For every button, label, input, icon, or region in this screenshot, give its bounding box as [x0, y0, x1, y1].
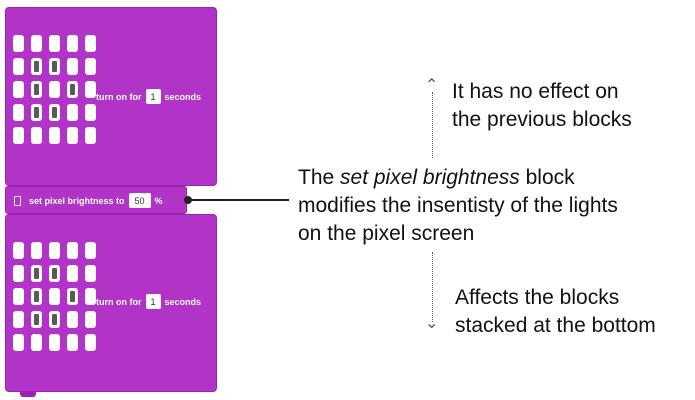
- dotted-line-down: [432, 252, 433, 322]
- pixel-off[interactable]: [67, 334, 78, 351]
- pixel-on[interactable]: [31, 311, 42, 328]
- pixel-off[interactable]: [13, 127, 24, 144]
- pixel-screen-icon: [14, 195, 21, 206]
- note-line: It has no effect on: [452, 80, 619, 103]
- duration-unit: seconds: [164, 296, 202, 307]
- pixel-off[interactable]: [31, 334, 42, 351]
- note-following-blocks: Affects the blocks stacked at the bottom: [455, 284, 656, 340]
- pixel-off[interactable]: [31, 127, 42, 144]
- pixel-off[interactable]: [85, 242, 96, 259]
- pixel-off[interactable]: [13, 81, 24, 98]
- pixel-on[interactable]: [31, 104, 42, 121]
- note-text: block: [519, 166, 575, 189]
- pixel-on[interactable]: [49, 265, 60, 282]
- pixel-off[interactable]: [67, 127, 78, 144]
- note-line: stacked at the bottom: [455, 314, 656, 337]
- pixel-grid-top[interactable]: [13, 35, 96, 144]
- pixel-off[interactable]: [13, 288, 24, 305]
- brightness-unit: %: [154, 195, 163, 206]
- pixel-off[interactable]: [85, 104, 96, 121]
- pixel-off[interactable]: [13, 334, 24, 351]
- arrow-up-icon: ⌃: [425, 77, 439, 94]
- pixel-on[interactable]: [67, 81, 78, 98]
- note-main: The set pixel brightness block modifies …: [298, 164, 618, 248]
- brightness-input[interactable]: 50: [128, 193, 151, 208]
- pixel-grid-bottom[interactable]: [13, 242, 96, 351]
- pixel-on[interactable]: [31, 265, 42, 282]
- pixel-off[interactable]: [49, 81, 60, 98]
- turn-on-label: turn on for: [96, 91, 142, 102]
- note-line: modifies the insentisty of the lights: [298, 194, 618, 217]
- connector-dot: [184, 196, 192, 204]
- pixel-off[interactable]: [85, 35, 96, 52]
- note-line: The set pixel brightness block: [298, 164, 618, 192]
- pixel-off[interactable]: [67, 242, 78, 259]
- block-bottom-notch: [20, 391, 36, 397]
- pixel-off[interactable]: [49, 35, 60, 52]
- note-line: the previous blocks: [452, 108, 632, 131]
- turn-on-row-top: turn on for 1 seconds: [96, 89, 201, 104]
- set-pixel-brightness-block[interactable]: set pixel brightness to 50 %: [5, 186, 187, 214]
- pixel-off[interactable]: [13, 104, 24, 121]
- pixel-on[interactable]: [31, 288, 42, 305]
- pixel-off[interactable]: [85, 334, 96, 351]
- pixel-off[interactable]: [67, 265, 78, 282]
- pixel-on[interactable]: [49, 104, 60, 121]
- pixel-off[interactable]: [85, 311, 96, 328]
- pixel-off[interactable]: [49, 127, 60, 144]
- pixel-off[interactable]: [13, 311, 24, 328]
- led-matrix-block-bottom[interactable]: turn on for 1 seconds: [5, 214, 217, 397]
- pixel-on[interactable]: [49, 311, 60, 328]
- note-line: Affects the blocks: [455, 286, 620, 309]
- pixel-off[interactable]: [85, 58, 96, 75]
- pixel-off[interactable]: [13, 265, 24, 282]
- brightness-row: set pixel brightness to 50 %: [14, 193, 163, 208]
- pixel-off[interactable]: [49, 288, 60, 305]
- duration-input[interactable]: 1: [145, 294, 161, 309]
- pixel-off[interactable]: [67, 311, 78, 328]
- pixel-on[interactable]: [31, 81, 42, 98]
- pixel-off[interactable]: [85, 265, 96, 282]
- pixel-off[interactable]: [13, 242, 24, 259]
- pixel-off[interactable]: [85, 127, 96, 144]
- turn-on-row-bottom: turn on for 1 seconds: [96, 294, 201, 309]
- pixel-off[interactable]: [67, 58, 78, 75]
- pixel-off[interactable]: [49, 242, 60, 259]
- pixel-off[interactable]: [85, 288, 96, 305]
- pixel-off[interactable]: [31, 242, 42, 259]
- brightness-label: set pixel brightness to: [29, 195, 125, 206]
- pixel-off[interactable]: [67, 104, 78, 121]
- pixel-on[interactable]: [31, 58, 42, 75]
- pixel-on[interactable]: [49, 58, 60, 75]
- led-matrix-block-top[interactable]: turn on for 1 seconds: [5, 7, 217, 186]
- pixel-off[interactable]: [13, 35, 24, 52]
- connector-line: [190, 199, 289, 201]
- pixel-off[interactable]: [85, 81, 96, 98]
- note-line: on the pixel screen: [298, 222, 475, 245]
- pixel-off[interactable]: [67, 35, 78, 52]
- pixel-on[interactable]: [67, 288, 78, 305]
- pixel-off[interactable]: [13, 58, 24, 75]
- arrow-down-icon: ⌄: [425, 315, 439, 332]
- note-emphasis: set pixel brightness: [340, 166, 520, 189]
- pixel-off[interactable]: [31, 35, 42, 52]
- duration-unit: seconds: [164, 91, 202, 102]
- pixel-off[interactable]: [49, 334, 60, 351]
- note-previous-blocks: It has no effect on the previous blocks: [452, 78, 632, 134]
- duration-input[interactable]: 1: [145, 89, 161, 104]
- turn-on-label: turn on for: [96, 296, 142, 307]
- dotted-line-up: [432, 92, 433, 158]
- note-text: The: [298, 166, 341, 189]
